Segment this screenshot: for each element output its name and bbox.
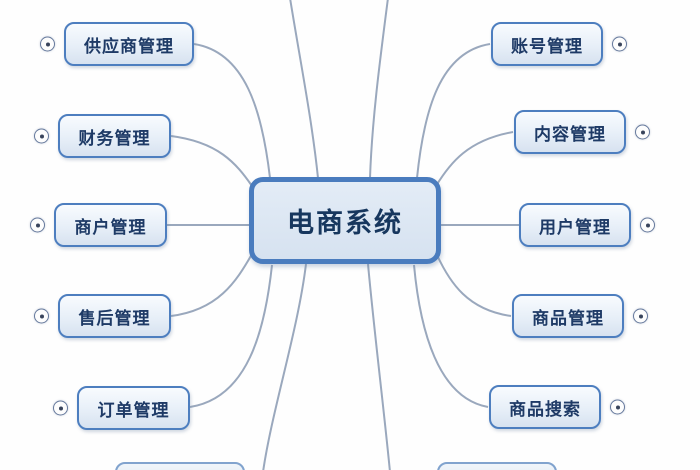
collapse-toggle-icon[interactable]: [633, 308, 648, 324]
collapse-toggle-icon[interactable]: [610, 399, 625, 415]
node-merchant-management[interactable]: 商户管理: [30, 203, 167, 247]
dot-icon: [39, 314, 44, 318]
node-label: 用户管理: [539, 217, 611, 238]
connector-offscreen-bottom-right: [367, 263, 391, 470]
dot-icon: [638, 314, 643, 318]
collapse-toggle-icon[interactable]: [53, 400, 68, 416]
center-node-label: 电商系统: [287, 208, 403, 239]
node-label: 账号管理: [511, 36, 583, 57]
node-product-management[interactable]: 商品管理: [512, 294, 648, 338]
connector-offscreen-top-right: [369, 0, 389, 179]
collapse-toggle-icon[interactable]: [640, 217, 655, 233]
node-user-management[interactable]: 用户管理: [519, 203, 655, 247]
node-label: 商品管理: [532, 308, 604, 329]
node-label: 供应商管理: [84, 36, 174, 57]
dot-icon: [39, 134, 44, 138]
dot-icon: [645, 223, 650, 227]
dot-icon: [615, 405, 620, 409]
dot-icon: [640, 130, 645, 134]
node-aftersales-management[interactable]: 售后管理: [34, 294, 171, 338]
node-ecommerce-system[interactable]: 电商系统: [249, 177, 441, 264]
dot-icon: [45, 42, 50, 46]
node-account-management[interactable]: 账号管理: [491, 22, 627, 66]
node-label: 内容管理: [534, 124, 606, 145]
node-label: 售后管理: [78, 308, 151, 329]
collapse-toggle-icon[interactable]: [34, 308, 49, 324]
connector-product-mgmt: [436, 254, 512, 317]
connector-offscreen-bottom-left: [262, 263, 307, 470]
collapse-toggle-icon[interactable]: [30, 217, 45, 233]
dot-icon: [617, 42, 622, 46]
dot-icon: [58, 406, 63, 410]
connector-finance: [170, 135, 253, 187]
dot-icon: [35, 223, 40, 227]
collapse-toggle-icon[interactable]: [40, 36, 55, 52]
connector-product-search: [413, 264, 489, 408]
node-label: 财务管理: [78, 128, 151, 149]
connector-account: [416, 43, 491, 179]
connector-content: [435, 131, 514, 187]
node-supplier-management[interactable]: 供应商管理: [40, 22, 194, 66]
node-finance-management[interactable]: 财务管理: [34, 114, 171, 158]
partial-node-bottom-left[interactable]: [115, 462, 245, 470]
node-label: 订单管理: [97, 400, 170, 421]
collapse-toggle-icon[interactable]: [34, 128, 49, 144]
node-label: 商品搜索: [509, 399, 581, 420]
connector-supplier: [193, 43, 271, 179]
collapse-toggle-icon[interactable]: [612, 36, 627, 52]
node-content-management[interactable]: 内容管理: [514, 110, 650, 154]
node-label: 商户管理: [74, 217, 147, 238]
collapse-toggle-icon[interactable]: [635, 124, 650, 140]
connector-order: [189, 264, 273, 408]
connector-aftersales: [170, 253, 253, 317]
node-order-management[interactable]: 订单管理: [53, 386, 190, 430]
connector-offscreen-top-left: [289, 0, 319, 179]
partial-node-bottom-right[interactable]: [437, 462, 557, 470]
node-product-search[interactable]: 商品搜索: [489, 385, 625, 429]
